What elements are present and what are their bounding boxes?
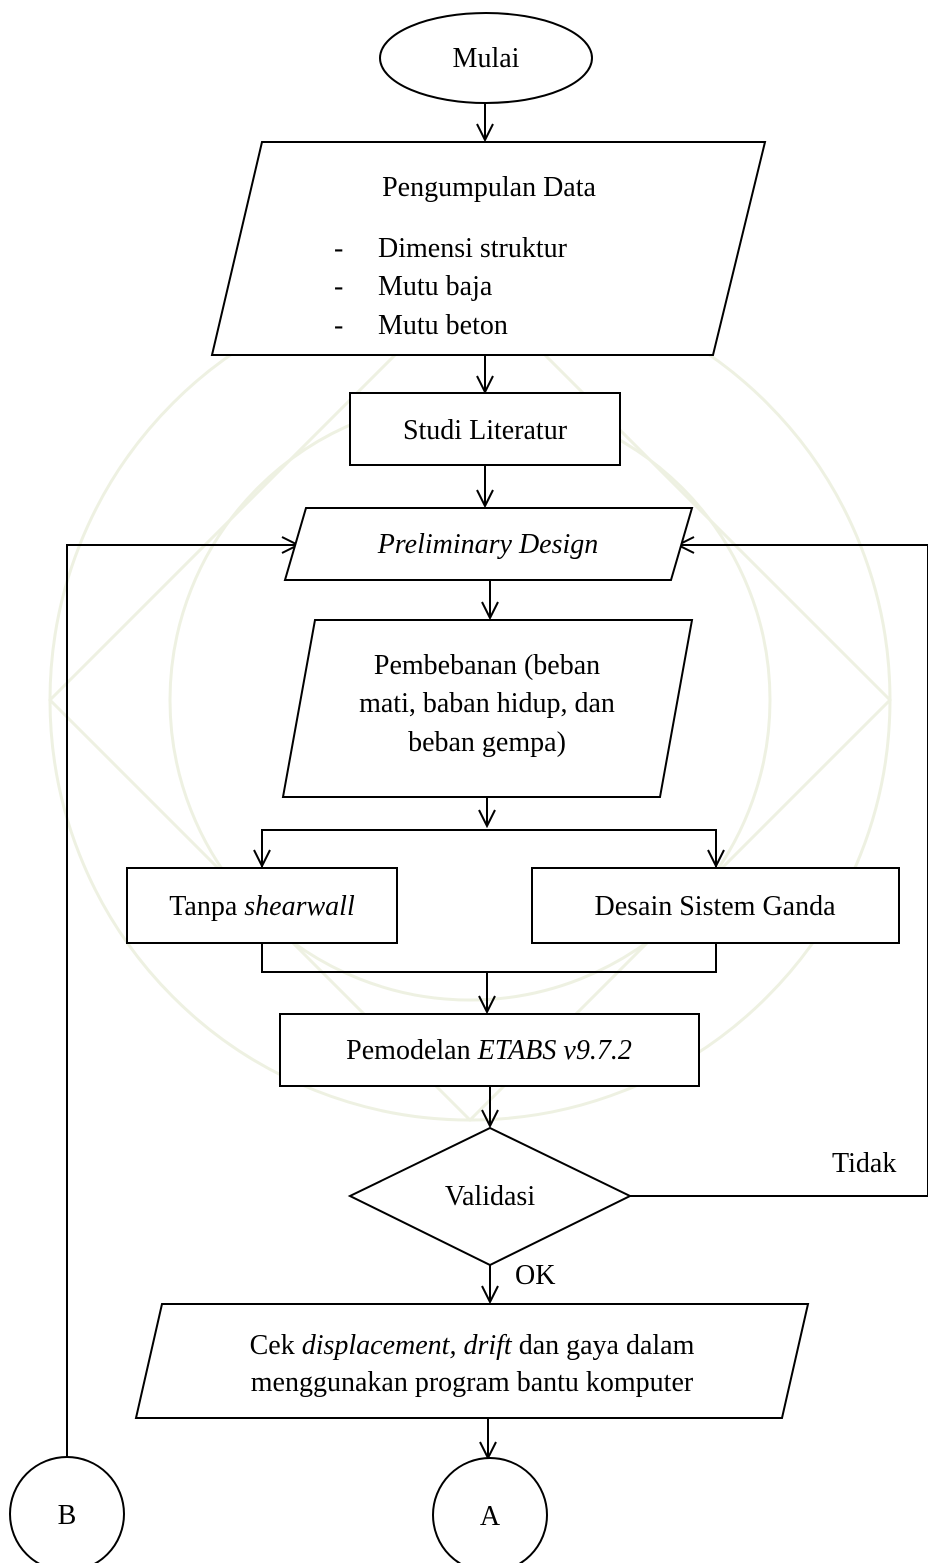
check-line-2: menggunakan program bantu komputer	[251, 1367, 694, 1398]
modeling-label: Pemodelan ETABS v9.7.2	[346, 1035, 632, 1066]
data-collection-title: Pengumpulan Data	[382, 172, 596, 203]
loading-line-1: Pembebanan (beban	[374, 650, 600, 681]
literature-node: Studi Literatur	[349, 392, 621, 466]
edge-merge	[261, 943, 717, 973]
validation-no-label: Tidak	[832, 1148, 896, 1179]
data-item-bullet-1: -	[334, 233, 343, 264]
connector-a: A	[432, 1457, 548, 1563]
loading-line-3: beban gempa)	[408, 727, 566, 758]
dual-system-node: Desain Sistem Ganda	[531, 867, 900, 944]
data-item-1: Dimensi struktur	[378, 233, 568, 264]
validation-label: Validasi	[445, 1181, 535, 1212]
connector-a-label: A	[480, 1501, 501, 1532]
data-item-bullet-3: -	[334, 310, 343, 341]
check-node: Cek displacement, drift dan gaya dalam m…	[134, 1303, 810, 1419]
data-item-2: Mutu baja	[378, 271, 493, 302]
literature-label: Studi Literatur	[403, 415, 568, 446]
data-collection-node: Pengumpulan Data - Dimensi struktur - Mu…	[210, 141, 767, 356]
connector-b-label: B	[58, 1500, 77, 1531]
modeling-node: Pemodelan ETABS v9.7.2	[279, 1013, 700, 1087]
preliminary-label: Preliminary Design	[377, 529, 599, 560]
data-item-3: Mutu beton	[378, 310, 508, 341]
edge-validation-no	[630, 545, 928, 1197]
no-shearwall-node: Tanpa shearwall	[126, 867, 398, 944]
start-label: Mulai	[453, 43, 520, 74]
check-line-1: Cek displacement, drift dan gaya dalam	[250, 1330, 695, 1361]
dual-system-label: Desain Sistem Ganda	[594, 891, 836, 922]
data-item-bullet-2: -	[334, 271, 343, 302]
loading-line-2: mati, baban hidup, dan	[359, 688, 615, 719]
edge-b-to-preliminary	[66, 545, 298, 1458]
no-shearwall-label: Tanpa shearwall	[169, 891, 355, 922]
validation-decision: Validasi	[347, 1126, 633, 1267]
edges	[66, 103, 928, 1458]
validation-ok-label: OK	[515, 1260, 555, 1291]
edge-split-left	[261, 829, 717, 867]
preliminary-node: Preliminary Design	[283, 507, 694, 581]
start-node: Mulai	[379, 12, 593, 104]
loading-node: Pembebanan (beban mati, baban hidup, dan…	[281, 619, 694, 798]
connector-b: B	[9, 1456, 125, 1563]
